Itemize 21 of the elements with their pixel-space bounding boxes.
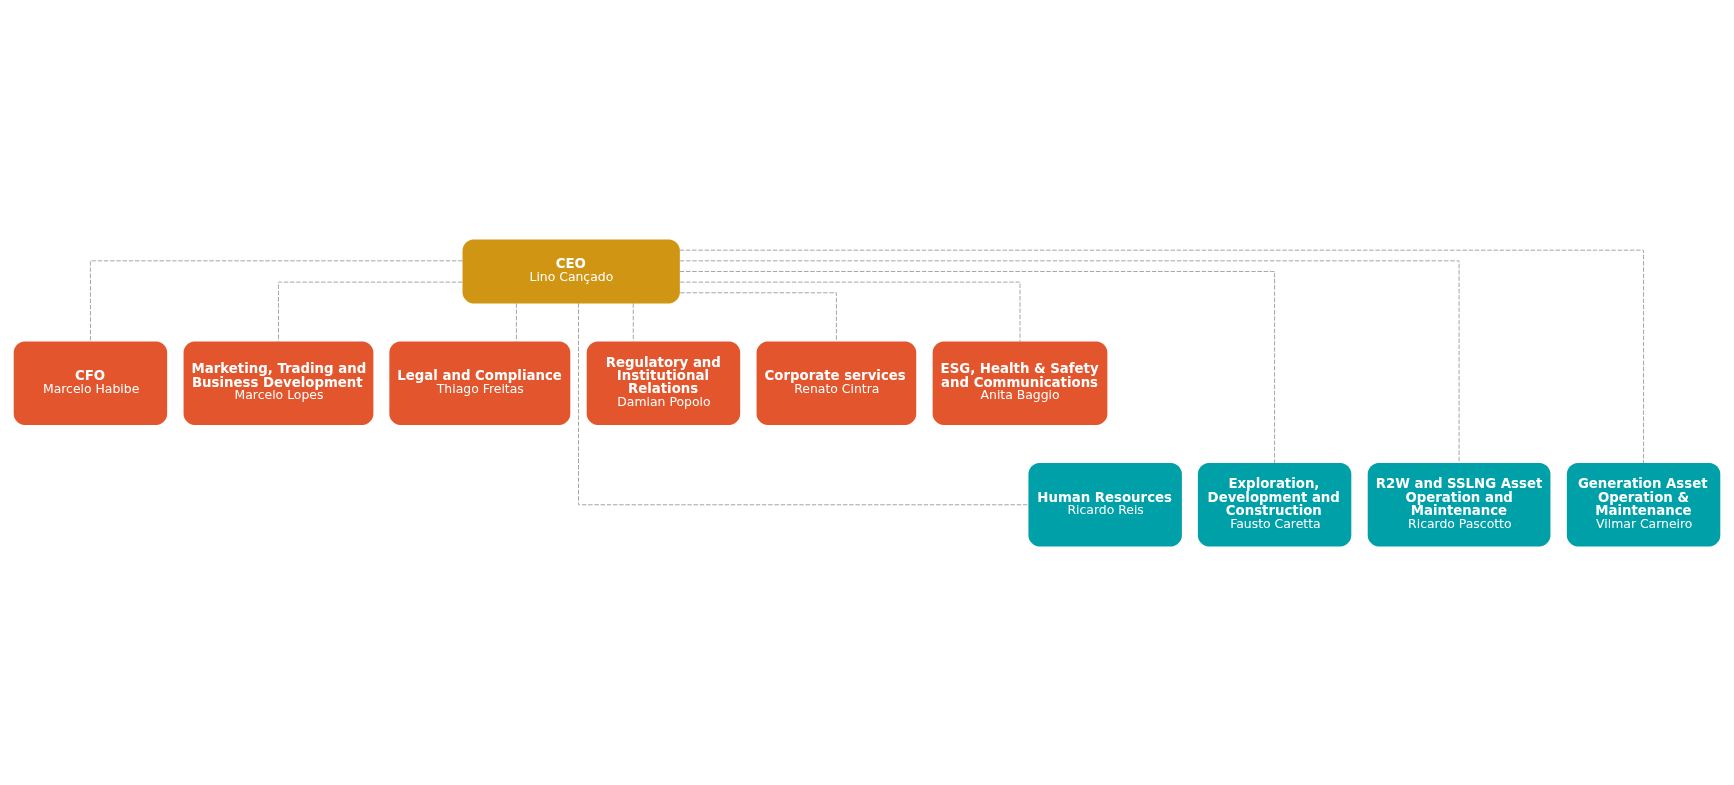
connector xyxy=(632,302,634,342)
connector xyxy=(679,291,837,342)
node-box: CEO Lino Cançado xyxy=(462,239,680,303)
node-box: Regulatory and Institutional Relations Damian Popolo xyxy=(586,341,741,425)
node-box: Legal and Compliance Thiago Freitas xyxy=(389,341,571,425)
connector xyxy=(278,281,463,342)
connector xyxy=(679,270,1276,463)
node-box: CFO Marcelo Habibe xyxy=(13,341,168,425)
connector xyxy=(515,302,517,342)
connector xyxy=(679,259,1460,463)
connector xyxy=(578,302,1029,505)
connector xyxy=(679,249,1644,463)
connector xyxy=(679,281,1021,342)
node-box: Exploration, Development and Construction Fausto Caretta xyxy=(1197,462,1352,546)
node-box: Corporate services Renato Cintra xyxy=(756,341,917,425)
node-box: Human Resources Ricardo Reis xyxy=(1028,462,1182,546)
node-box: Generation Asset Operation & Maintenance Vilmar Carneiro xyxy=(1566,462,1721,546)
node-box: ESG, Health & Safety and Communications Anita Baggio xyxy=(932,341,1108,425)
connector xyxy=(90,259,463,342)
node-box: Marketing, Trading and Business Development Marcelo Lopes xyxy=(183,341,374,425)
node-box: R2W and SSLNG Asset Operation and Maintenance Ricardo Pascotto xyxy=(1367,462,1551,546)
